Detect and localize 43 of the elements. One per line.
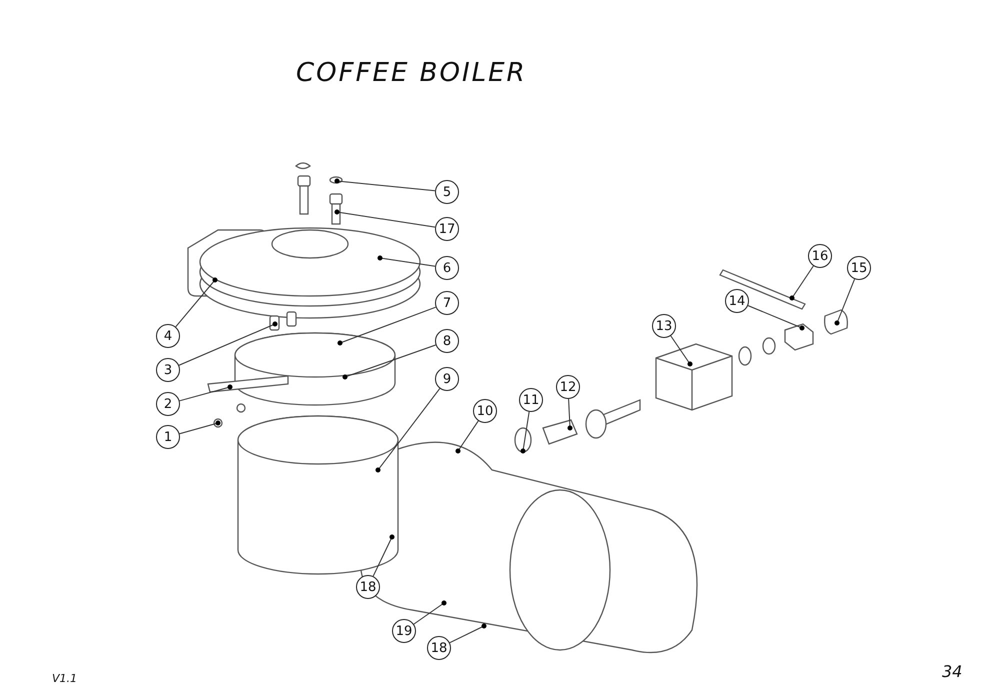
callout-number: 6 (435, 256, 459, 280)
leader-line (179, 420, 220, 434)
callout-number: 16 (808, 244, 832, 268)
callout-number: 10 (473, 399, 497, 423)
leader-line (338, 306, 436, 346)
leader-line (748, 305, 804, 330)
callout-number: 18 (356, 575, 380, 599)
callout-number: 11 (519, 388, 543, 412)
callout-number: 7 (435, 291, 459, 315)
leader-line (834, 278, 856, 326)
leader-line (334, 178, 436, 192)
leader-line (790, 265, 814, 300)
leader-line (334, 210, 436, 228)
callout-number: 1 (156, 425, 180, 449)
callout-number: 14 (725, 289, 749, 313)
callout-number: 12 (556, 375, 580, 399)
leader-line (670, 335, 692, 366)
leader-line (175, 278, 218, 328)
callout-number: 3 (156, 358, 180, 382)
leader-line (568, 398, 572, 430)
callout-number: 17 (435, 217, 459, 241)
callout-number: 15 (847, 256, 871, 280)
callout-number: 2 (156, 392, 180, 416)
leader-line (178, 322, 278, 366)
page-title: COFFEE BOILER (296, 58, 527, 88)
leader-line (520, 411, 530, 454)
leader-line (378, 256, 436, 267)
callout-number: 5 (435, 180, 459, 204)
leader-line (179, 384, 232, 402)
leader-line (449, 624, 486, 644)
page-number: 34 (942, 662, 962, 681)
leader-line (456, 420, 479, 454)
leader-line (413, 600, 446, 625)
callout-number: 13 (652, 314, 676, 338)
callout-number: 8 (435, 329, 459, 353)
callout-number: 19 (392, 619, 416, 643)
callout-number: 9 (435, 367, 459, 391)
callout-number: 18 (427, 636, 451, 660)
leader-line (342, 344, 436, 380)
leader-line (376, 388, 440, 472)
version-label: V1.1 (52, 672, 78, 685)
callout-number: 4 (156, 324, 180, 348)
leader-line (372, 534, 394, 577)
